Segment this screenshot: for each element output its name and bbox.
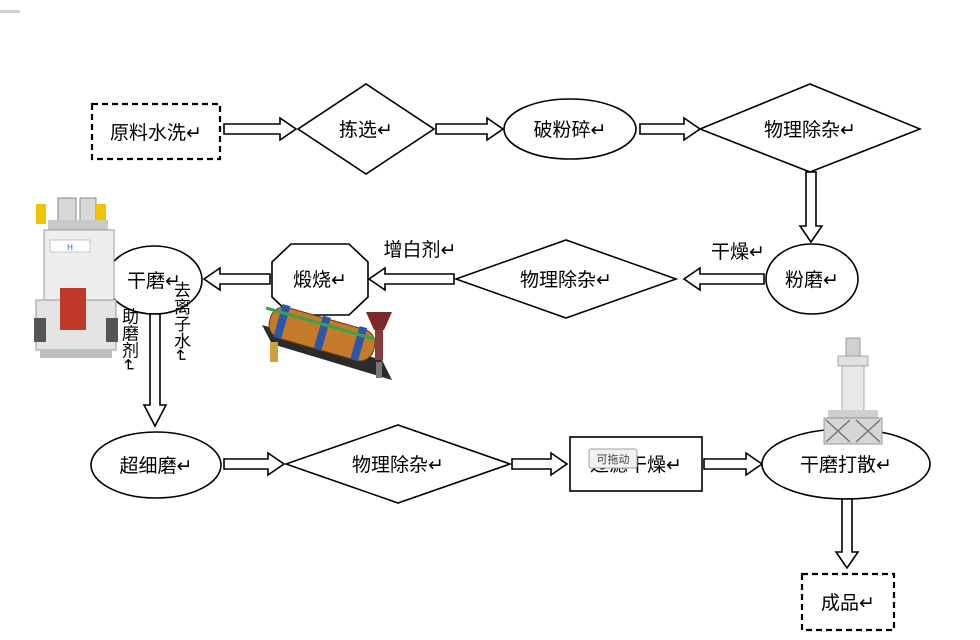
label-phys1: 物理除杂↵ (764, 119, 856, 141)
node-phys2 (453, 239, 679, 319)
arrow-phys1-to-pulverize (798, 171, 824, 244)
label-grinding-aid-text: 助磨剂↵ (118, 307, 139, 372)
label-dry-grind: 干磨↵ (127, 270, 181, 292)
label-calcine: 煅烧↵ (293, 269, 347, 291)
arrow-raw-to-select (223, 116, 298, 142)
label-disperse: 干磨打散↵ (800, 454, 892, 476)
label-pulverize: 粉磨↵ (785, 269, 839, 291)
node-ultrafine (90, 431, 222, 499)
arrow-pulverize-to-phys2 (682, 266, 765, 292)
raymond-mill-image (823, 337, 883, 445)
node-phys3 (283, 424, 513, 504)
node-phys1 (697, 83, 923, 173)
svg-text:H: H (67, 243, 73, 252)
node-product (800, 572, 896, 632)
label-crush: 破粉碎↵ (534, 119, 607, 141)
label-ultrafine: 超细磨↵ (120, 455, 193, 477)
label-select: 拣选↵ (339, 119, 393, 141)
label-drying: 干燥↵ (711, 241, 765, 263)
label-deionized-water: 去离子水↵ (170, 281, 191, 363)
tooltip-box[interactable] (588, 448, 638, 469)
node-crush (503, 98, 637, 160)
label-grinding-aid: 助磨剂↵ (118, 307, 139, 372)
vertical-mill-image: H (34, 197, 118, 358)
draggable-tooltip[interactable]: 可拖动 (588, 448, 638, 469)
tooltip-text: 可拖动 (597, 452, 630, 466)
arrow-dry-grind-to-ultrafine (142, 313, 168, 428)
arrow-select-to-crush (435, 116, 505, 142)
arrow-crush-to-phys1 (639, 116, 702, 142)
node-pulverize (765, 243, 859, 315)
arrow-calcine-to-dry-grind (202, 266, 271, 292)
label-phys2: 物理除杂↵ (520, 269, 612, 291)
node-calcine (271, 243, 369, 316)
node-raw-wash (90, 102, 222, 161)
label-product: 成品↵ (821, 592, 875, 614)
node-select (296, 83, 436, 175)
arrow-phys2-to-calcine (367, 266, 455, 292)
arrow-disperse-to-product (834, 498, 860, 570)
arrow-filter-to-disperse (703, 451, 764, 477)
rotary-kiln-image (262, 304, 392, 380)
label-phys3: 物理除杂↵ (352, 454, 444, 476)
arrow-ultrafine-to-phys3 (223, 451, 286, 477)
label-deionized-water-text: 去离子水↵ (170, 281, 191, 363)
corner-mark (0, 10, 20, 13)
arrow-phys3-to-filter (511, 451, 569, 477)
label-whitener: 增白剂↵ (384, 239, 457, 261)
label-raw-wash: 原料水洗↵ (110, 122, 202, 144)
